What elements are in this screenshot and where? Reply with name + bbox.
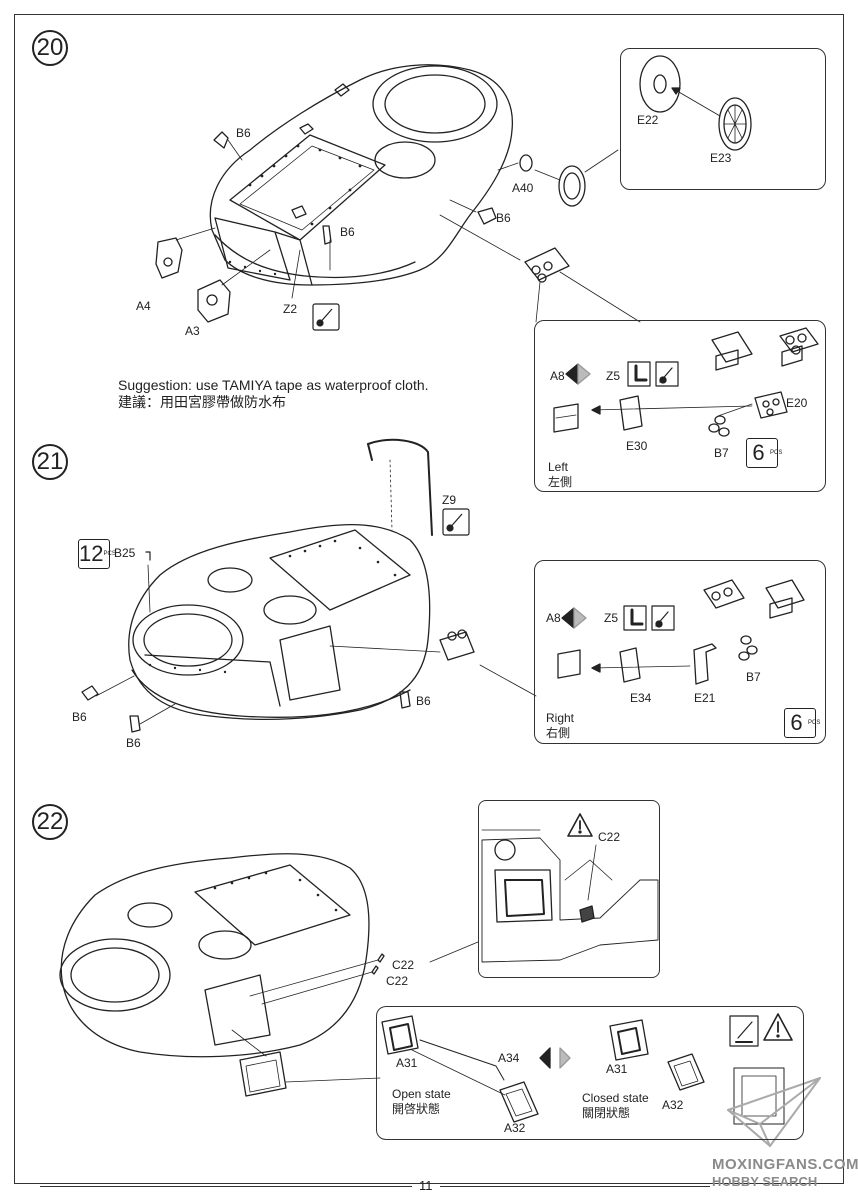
side-label-zh: 左側 [548, 475, 573, 489]
part-label: E23 [710, 151, 732, 165]
suggestion-text-zh: 建議：用田宮膠帶做防水布 [118, 395, 286, 411]
wheel-inset-panel [620, 48, 826, 190]
part-label: A31 [606, 1062, 628, 1076]
part-label: B6 [340, 225, 355, 239]
glue-icon [312, 303, 340, 331]
step22-inset-drawing [481, 813, 659, 963]
part-label: A4 [136, 299, 151, 313]
part-label: B7 [746, 670, 761, 684]
part-label: A3 [185, 324, 200, 338]
watermark-text: MOXINGFANS.COM [712, 1156, 858, 1173]
part-label: B6 [416, 694, 431, 708]
part-label: B7 [714, 446, 729, 460]
step-number: 20 [32, 30, 68, 66]
part-label: A34 [498, 1051, 520, 1065]
part-label: C22 [392, 958, 415, 972]
part-label: C22 [598, 830, 621, 844]
step22-turret-drawing [59, 853, 479, 1097]
state-label-en: Open state [392, 1087, 451, 1101]
footer-rule-left [40, 1186, 412, 1187]
state-label-zh: 關閉狀態 [582, 1106, 631, 1120]
suggestion-note: Suggestion: use TAMIYA tape as waterproo… [118, 376, 429, 412]
part-label: C22 [386, 974, 409, 988]
step-number: 22 [32, 804, 68, 840]
step-number: 21 [32, 444, 68, 480]
part-label: E22 [637, 113, 659, 127]
side-label-en: Left [548, 460, 569, 474]
watermark-text: HOBBY SEARCH [712, 1174, 818, 1189]
step20-turret-drawing [155, 64, 641, 323]
part-label: E20 [786, 396, 808, 410]
footer-rule-right [440, 1186, 710, 1187]
part-label: E30 [626, 439, 648, 453]
part-label: A32 [504, 1121, 526, 1135]
part-label: Z9 [442, 493, 457, 507]
left-clamp-detail-panel [534, 320, 826, 492]
side-label-zh: 右側 [546, 726, 571, 740]
part-label: B6 [496, 211, 511, 225]
watermark-paper-plane [727, 1077, 821, 1147]
step20-wheel-inset-drawing [639, 55, 752, 151]
part-label: A32 [662, 1098, 684, 1112]
right-clamp-detail-panel [534, 560, 826, 744]
suggestion-text-en: Suggestion: use TAMIYA tape as waterproo… [118, 377, 429, 393]
hatch-state-detail-panel [376, 1006, 804, 1140]
step21-turret-drawing [81, 438, 537, 733]
part-label: B6 [236, 126, 251, 140]
part-label: Z5 [606, 369, 621, 383]
part-label: A8 [550, 369, 565, 383]
state-label-zh: 開啓狀態 [392, 1102, 441, 1116]
step20-detail-drawing [553, 327, 819, 437]
step21-detail-drawing [557, 579, 805, 685]
part-label: E34 [630, 691, 652, 705]
glue-icon [442, 508, 470, 536]
part-label: A31 [396, 1056, 418, 1070]
part-label: A40 [512, 181, 534, 195]
side-label-en: Right [546, 711, 575, 725]
page-border [14, 14, 844, 1184]
part-label: Z2 [283, 302, 298, 316]
part-label: A8 [546, 611, 561, 625]
part-label: Z5 [604, 611, 619, 625]
part-label: B6 [72, 710, 87, 724]
state-label-en: Closed state [582, 1091, 649, 1105]
page-number: 11 [419, 1178, 433, 1193]
part-label: B25 [114, 546, 136, 560]
part-label: B6 [126, 736, 141, 750]
step22-detail-drawing [381, 1013, 793, 1125]
part-label: E21 [694, 691, 716, 705]
hatch-inset-photo-panel [478, 800, 660, 978]
